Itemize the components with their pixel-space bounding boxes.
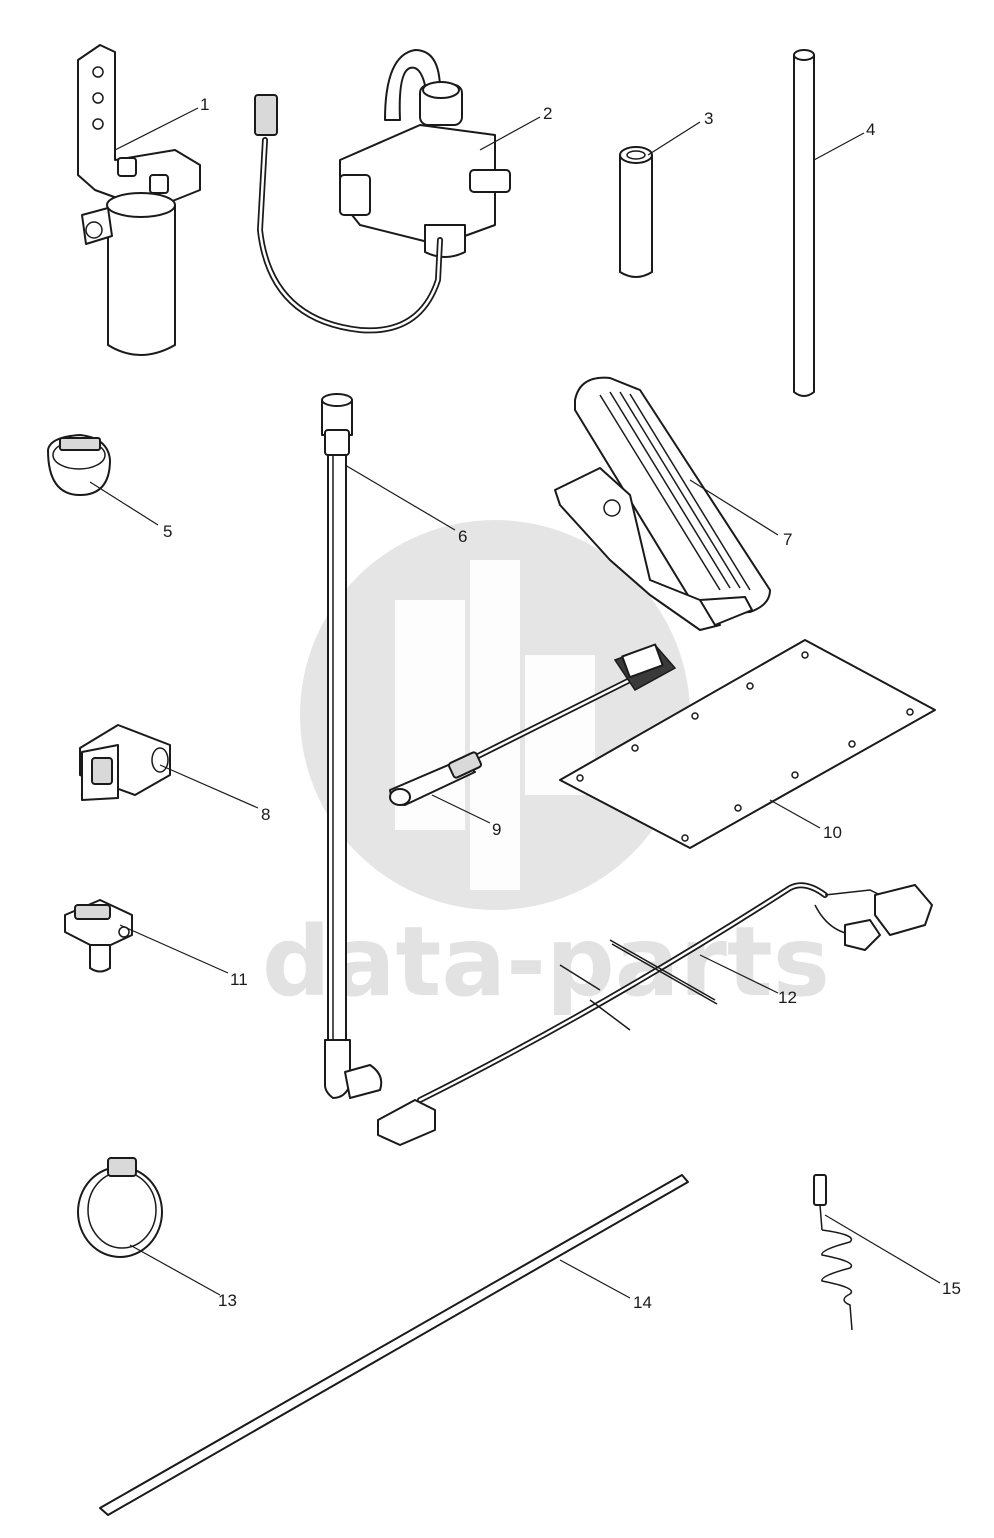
- part-9-oxygen-sensor: [389, 643, 677, 806]
- part-13-hose-clamp: [77, 1157, 163, 1258]
- part-5-small-clamp: [47, 434, 111, 496]
- callout-12: 12: [778, 988, 797, 1007]
- callout-2: 2: [543, 104, 552, 123]
- watermark-text: data-parts: [262, 906, 830, 1018]
- callout-4: 4: [866, 120, 875, 139]
- part-7-accelerator-pedal: [554, 376, 771, 631]
- part-1-filter-bracket: [77, 44, 201, 356]
- callout-5: 5: [163, 522, 172, 541]
- callout-11: 11: [230, 970, 248, 989]
- callout-7: 7: [783, 530, 792, 549]
- part-4-rod: [793, 49, 815, 397]
- part-12-wiring-harness: [377, 882, 933, 1146]
- callout-8: 8: [261, 805, 270, 824]
- leader-lines: [89, 107, 941, 1299]
- part-8-connector: [79, 724, 171, 801]
- callout-10: 10: [823, 823, 842, 842]
- part-10-plate: [559, 639, 936, 849]
- callout-15: 15: [942, 1279, 961, 1298]
- part-11-pressure-sensor: [64, 899, 133, 973]
- callout-13: 13: [218, 1291, 237, 1310]
- callout-3: 3: [704, 109, 713, 128]
- callout-9: 9: [492, 820, 501, 839]
- part-6-hose: [321, 393, 383, 1099]
- callout-14: 14: [633, 1293, 652, 1312]
- part-14-rod: [99, 1174, 689, 1516]
- callout-6: 6: [458, 527, 467, 546]
- part-3-sleeve: [619, 146, 653, 278]
- callout-labels: 1 2 3 4 5 6 7 8 9 10 11 12 13 14 15: [163, 95, 961, 1312]
- part-2-control-valve: [254, 49, 511, 334]
- callout-1: 1: [200, 95, 209, 114]
- part-15-coiled-pipe: [813, 1174, 853, 1331]
